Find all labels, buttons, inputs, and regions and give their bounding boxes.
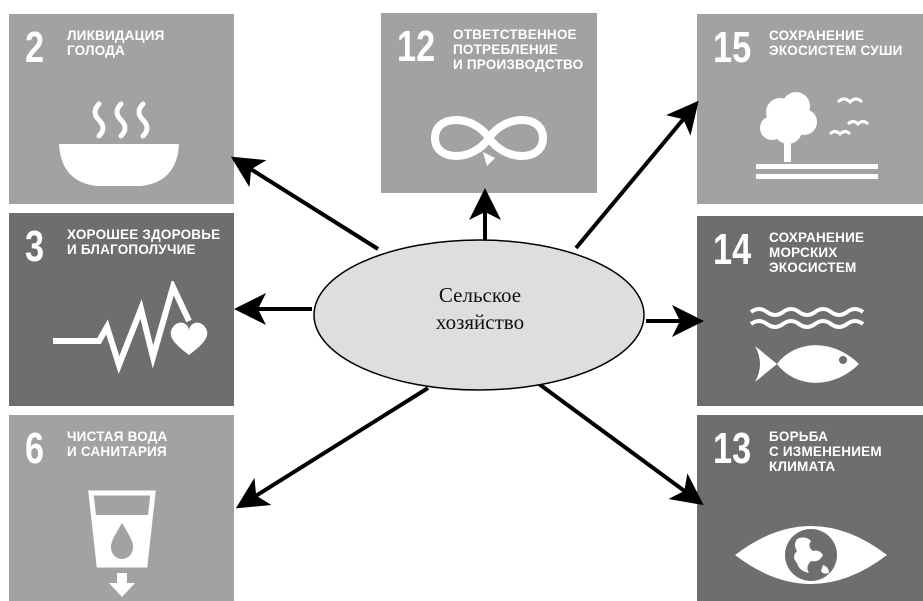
goal-tile-2: 2 ЛИКВИДАЦИЯ ГОЛОДА bbox=[9, 14, 234, 204]
goal-title: ЛИКВИДАЦИЯ ГОЛОДА bbox=[67, 28, 165, 58]
goal-title: БОРЬБА С ИЗМЕНЕНИЕМ КЛИМАТА bbox=[769, 429, 882, 474]
goal-number: 15 bbox=[713, 23, 752, 72]
goal-number: 13 bbox=[713, 424, 752, 473]
arrow-to-goal-13 bbox=[537, 382, 704, 506]
goal-title: ОТВЕТСТВЕННОЕ ПОТРЕБЛЕНИЕ И ПРОИЗВОДСТВО bbox=[453, 27, 584, 72]
infinity-icon bbox=[430, 116, 548, 166]
arrow-to-goal-15 bbox=[574, 100, 699, 250]
goal-number: 2 bbox=[25, 23, 45, 72]
goal-title: СОХРАНЕНИЕ ЭКОСИСТЕМ СУШИ bbox=[769, 28, 903, 58]
center-label: Сельское хозяйство bbox=[435, 283, 525, 334]
arrow-to-goal-6 bbox=[235, 386, 430, 509]
goal-number: 3 bbox=[25, 222, 45, 271]
goal-tile-15: 15 СОХРАНЕНИЕ ЭКОСИСТЕМ СУШИ bbox=[697, 14, 923, 204]
eye-globe-icon bbox=[735, 526, 887, 584]
goal-number: 6 bbox=[25, 424, 45, 473]
center-ellipse bbox=[313, 239, 645, 391]
bowl-icon bbox=[59, 101, 179, 186]
tree-birds-icon bbox=[756, 92, 878, 179]
fish-waves-icon bbox=[749, 307, 865, 383]
goal-tile-14: 14 СОХРАНЕНИЕ МОРСКИХ ЭКОСИСТЕМ bbox=[697, 216, 923, 406]
goal-tile-13: 13 БОРЬБА С ИЗМЕНЕНИЕМ КЛИМАТА bbox=[697, 415, 923, 601]
heartbeat-icon bbox=[53, 281, 208, 374]
goal-tile-3: 3 ХОРОШЕЕ ЗДОРОВЬЕ И БЛАГОПОЛУЧИЕ bbox=[9, 213, 234, 406]
goal-number: 14 bbox=[713, 225, 752, 274]
goal-tile-6: 6 ЧИСТАЯ ВОДА И САНИТАРИЯ bbox=[9, 415, 234, 601]
goal-tile-12: 12 ОТВЕТСТВЕННОЕ ПОТРЕБЛЕНИЕ И ПРОИЗВОДС… bbox=[381, 13, 597, 193]
arrow-to-goal-2 bbox=[230, 156, 380, 251]
goal-number: 12 bbox=[397, 22, 436, 71]
goal-title: СОХРАНЕНИЕ МОРСКИХ ЭКОСИСТЕМ bbox=[769, 230, 865, 275]
goal-title: ЧИСТАЯ ВОДА И САНИТАРИЯ bbox=[67, 429, 168, 459]
water-glass-icon bbox=[88, 490, 156, 597]
goal-title: ХОРОШЕЕ ЗДОРОВЬЕ И БЛАГОПОЛУЧИЕ bbox=[67, 227, 221, 257]
